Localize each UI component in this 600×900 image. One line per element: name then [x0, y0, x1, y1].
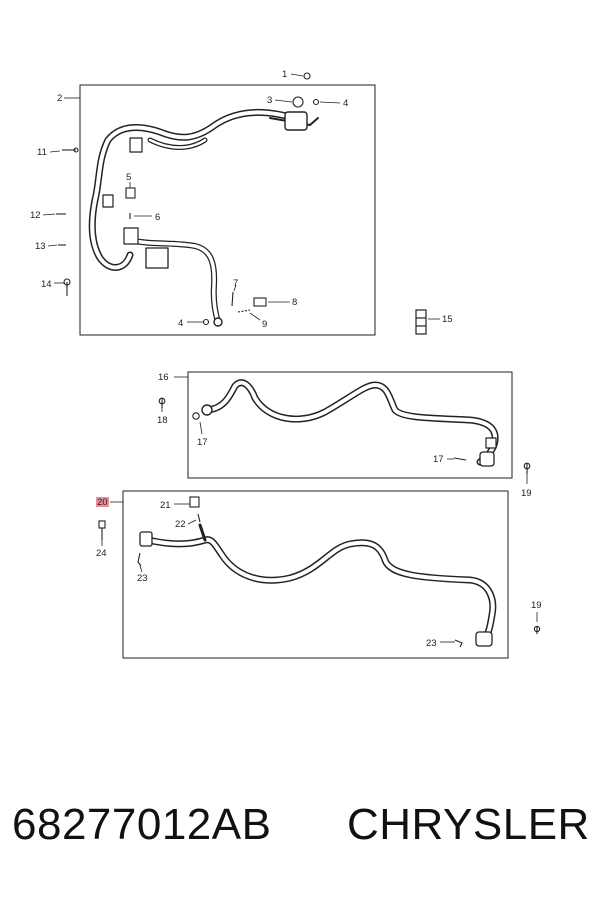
callout-16: 16: [158, 372, 169, 383]
callout-5: 5: [126, 172, 131, 183]
callout-3: 3: [267, 95, 272, 106]
callout-24: 24: [96, 548, 107, 559]
callout-19b: 19: [531, 600, 542, 611]
callout-19a: 19: [521, 488, 532, 499]
callout-23a: 23: [137, 573, 148, 584]
wiring-harness-hose: [88, 108, 319, 327]
leader-lines-20: [101, 501, 538, 643]
callout-12: 12: [30, 210, 41, 221]
callout-labels: 1 2 3 4 5 6 11 12 13 14 7 8 9 4 15 16 18…: [30, 69, 542, 649]
brand-name: CHRYSLER: [347, 800, 590, 849]
assembly-box-16: [187, 371, 513, 479]
fastener-parts-16: [158, 397, 531, 474]
fastener-parts-20: [98, 496, 541, 648]
callout-4a: 4: [343, 98, 348, 109]
assembly-box-20: [122, 490, 509, 659]
callout-2: 2: [57, 93, 62, 104]
callout-15: 15: [442, 314, 453, 325]
ac-hose-20: [139, 523, 497, 647]
callout-20: 20: [97, 497, 108, 508]
callout-4b: 4: [178, 318, 183, 329]
callout-9: 9: [262, 319, 267, 330]
callout-17b: 17: [433, 454, 444, 465]
callout-1: 1: [282, 69, 287, 80]
callout-20-highlight: [96, 497, 109, 507]
leader-lines-top: [42, 73, 440, 323]
callout-14: 14: [41, 279, 52, 290]
ac-hose-16: [201, 379, 499, 467]
callout-8: 8: [292, 297, 297, 308]
fastener-parts-top: [56, 72, 320, 326]
callout-6: 6: [155, 212, 160, 223]
assembly-box-2: [79, 84, 376, 336]
callout-21: 21: [160, 500, 171, 511]
callout-11: 11: [37, 147, 47, 158]
bracket-part-15: [415, 309, 427, 335]
callout-13: 13: [35, 241, 46, 252]
callout-7: 7: [233, 278, 238, 289]
part-number: 68277012AB: [12, 800, 272, 849]
callout-23b: 23: [426, 638, 437, 649]
callout-18: 18: [157, 415, 168, 426]
callout-22: 22: [175, 519, 186, 530]
leader-lines-16: [161, 376, 528, 484]
callout-17a: 17: [197, 437, 208, 448]
